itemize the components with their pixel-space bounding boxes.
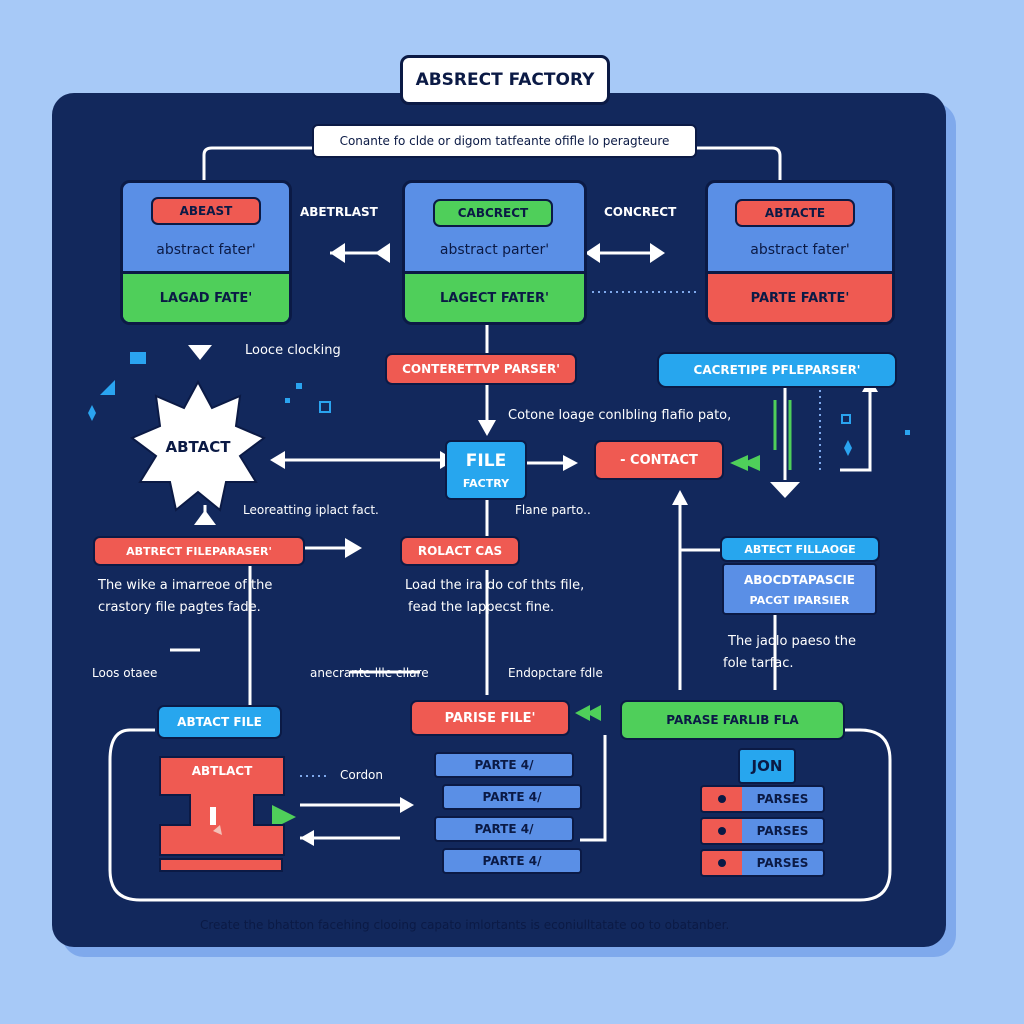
- abocdtapascie-line1: ABOCDTAPASCIE: [743, 573, 856, 587]
- parte-stack: PARTE 4/PARTE 4/PARTE 4/PARTE 4/: [420, 752, 585, 882]
- parte-row-label: PARTE 4/: [482, 790, 542, 804]
- diagram-subtitle: Conante fo clde or digom tatfeante ofifl…: [312, 124, 697, 158]
- link-label-right: CONCRECT: [604, 205, 677, 219]
- link-label-left: ABETRLAST: [300, 205, 378, 219]
- concrete-factory-card-center: CABCRECT abstract parter' LAGECT FATER': [402, 180, 587, 325]
- abocdtapascie-line2: PACGT IPARSIER: [749, 593, 850, 607]
- bullet-icon: [718, 859, 726, 867]
- abstract-factory-card-right: ABTACTE abstract fater' PARTE FARTE': [705, 180, 895, 325]
- parses-row-label: PARSES: [742, 787, 823, 811]
- parses-row-label: PARSES: [742, 819, 823, 843]
- file-factory-node: FILE FACTRY: [445, 440, 527, 500]
- parses-row: PARSES: [700, 817, 825, 845]
- abstract-fillaoge-node: ABTECT FILLAOGE: [720, 536, 880, 562]
- note-the-wike-2: crastory file pagtes fade.: [98, 600, 261, 615]
- card-name-center: abstract parter': [439, 242, 550, 258]
- card-footer-left: LAGAD FATE': [123, 271, 289, 322]
- note-cotone-loage: Cotone loage conlbling flafio pato,: [508, 408, 732, 423]
- parte-row-label: PARTE 4/: [474, 822, 534, 836]
- note-loose-clocking: Looce clocking: [245, 343, 341, 358]
- concrete-file-parser-label: CACRETIPE PFLEPARSER': [657, 352, 897, 388]
- parte-row: PARTE 4/: [434, 816, 574, 842]
- parte-row: PARTE 4/: [442, 848, 582, 874]
- note-load-the-1: Load the ira do cof thts file,: [405, 578, 585, 593]
- note-load-the-2: fead the lappecst fine.: [408, 600, 555, 615]
- parses-row: PARSES: [700, 849, 825, 877]
- note-the-jaolo-1: The jaolo paeso the: [728, 634, 856, 649]
- card-name-right: abstract fater': [750, 242, 850, 258]
- parte-row: PARTE 4/: [434, 752, 574, 778]
- parses-row-label: PARSES: [742, 851, 823, 875]
- parte-row-label: PARTE 4/: [474, 758, 534, 772]
- parses-row-marker: [702, 851, 742, 875]
- card-footer-right: PARTE FARTE': [708, 271, 892, 322]
- note-the-wike-1: The wike a imarreoe of the: [98, 578, 273, 593]
- parte-row-label: PARTE 4/: [482, 854, 542, 868]
- note-anecrante: anecrante llle cllare: [310, 666, 429, 680]
- note-loos-otaee: Loos otaee: [92, 666, 158, 680]
- file-factory-line1: FILE: [465, 451, 507, 471]
- pages-stack: PARSES PARSES PARSES: [700, 785, 830, 885]
- contact-node: - CONTACT: [594, 440, 724, 480]
- abstract-file-parser-node: ABTRECT FILEPARASER': [93, 536, 305, 566]
- parise-file-node: PARISE FILE': [410, 700, 570, 736]
- parses-row-marker: [702, 787, 742, 811]
- note-flane-parto: Flane parto..: [515, 503, 591, 517]
- file-factory-line2: FACTRY: [462, 476, 510, 490]
- json-node: JON: [738, 748, 796, 784]
- abstract-file-node: ABTACT FILE: [157, 705, 282, 739]
- abocdtapascie-node: ABOCDTAPASCIE PACGT IPARSIER: [722, 563, 877, 615]
- card-name-left: abstract fater': [156, 242, 256, 258]
- abstract-block-shape: [159, 756, 285, 872]
- card-tag-left: ABEAST: [151, 197, 261, 225]
- card-tag-right: ABTACTE: [735, 199, 855, 227]
- footer-caption: Create the bhatton facehing clooing capa…: [200, 918, 730, 932]
- note-the-jaolo-2: fole tarfac.: [723, 656, 794, 671]
- abstract-star-label: ABTACT: [165, 438, 231, 456]
- abstract-star-node: [130, 379, 266, 512]
- note-endopctare: Endopctare fdle: [508, 666, 603, 680]
- bullet-icon: [718, 795, 726, 803]
- card-footer-center: LAGECT FATER': [405, 271, 584, 322]
- note-cordon: Cordon: [340, 768, 384, 782]
- parase-farlib-node: PARASE FARLIB FLA: [620, 700, 845, 740]
- note-leoreatting: Leoreatting iplact fact.: [243, 503, 379, 517]
- rolact-cas-node: ROLACT CAS: [400, 536, 520, 566]
- bullet-icon: [718, 827, 726, 835]
- diagram-title: ABSRECT FACTORY: [400, 55, 610, 105]
- abstract-factory-card-left: ABEAST abstract fater' LAGAD FATE': [120, 180, 292, 325]
- concrete-parser-label: CONTERETTVP PARSER': [385, 353, 577, 385]
- parses-row-marker: [702, 819, 742, 843]
- parte-row: PARTE 4/: [442, 784, 582, 810]
- parses-row: PARSES: [700, 785, 825, 813]
- abtlact-label: ABTLACT: [191, 764, 253, 778]
- card-tag-center: CABCRECT: [433, 199, 553, 227]
